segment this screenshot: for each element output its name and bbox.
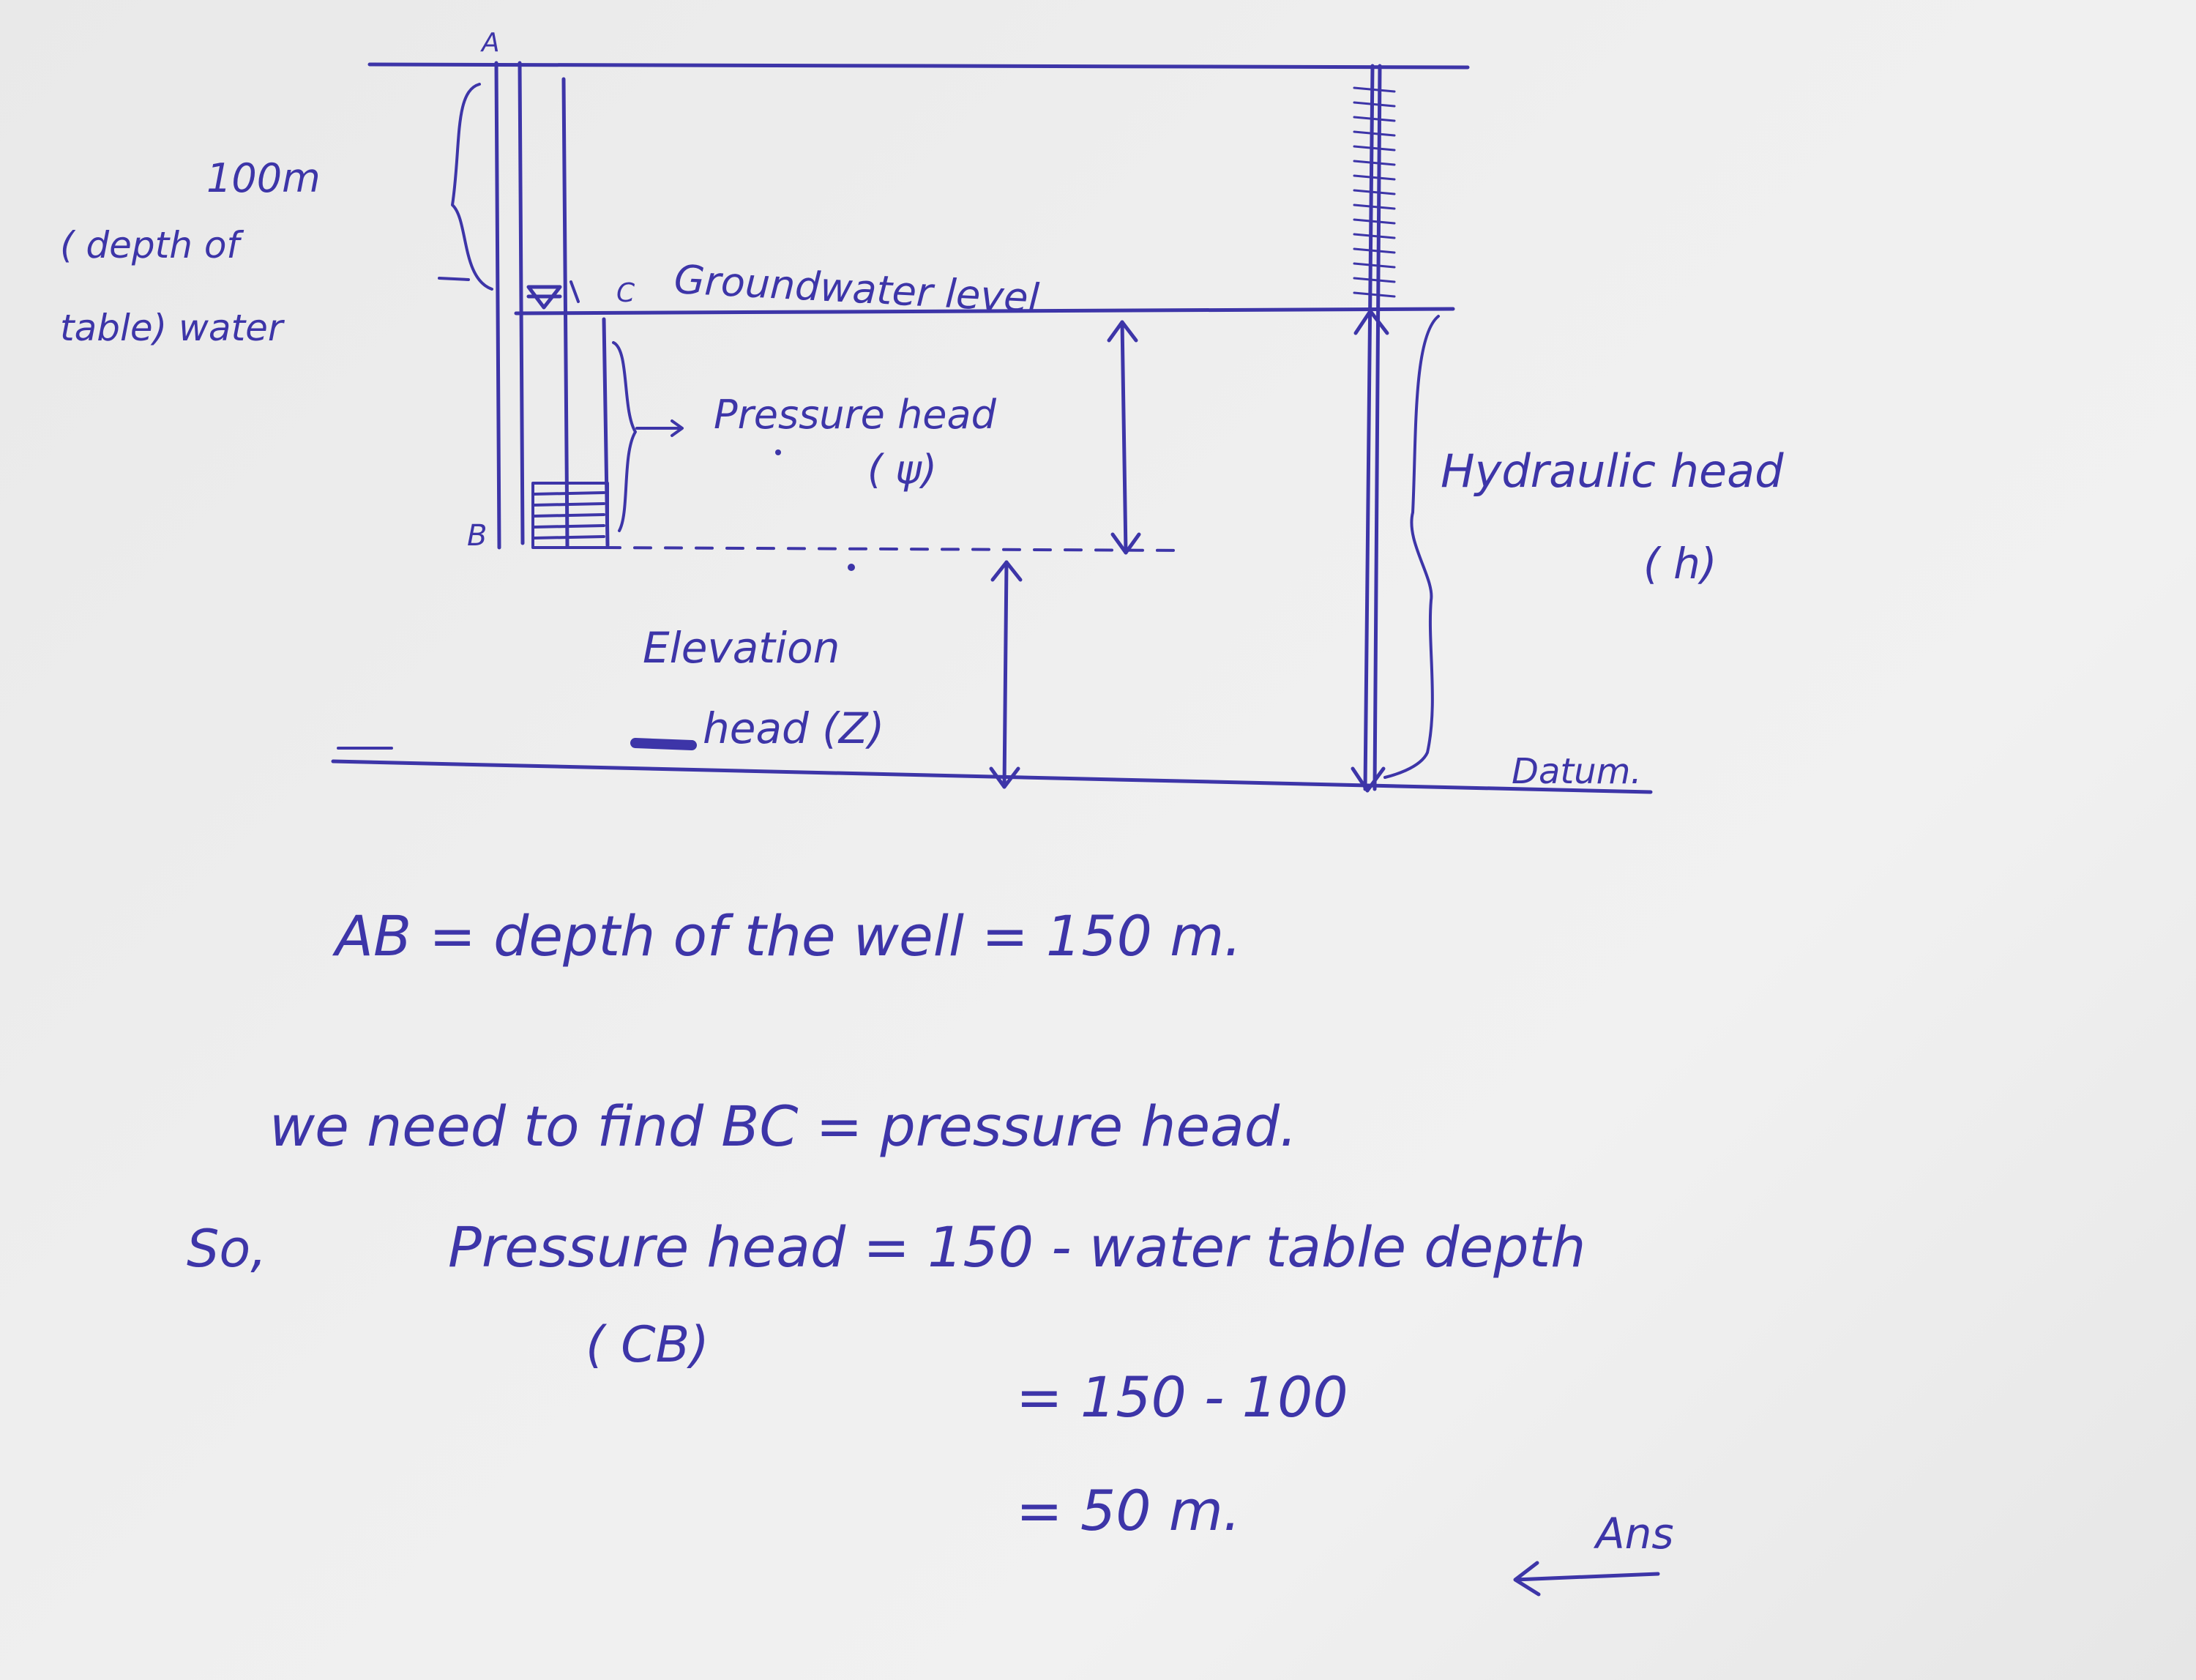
hydraulic-head-label: Hydraulic head: [1441, 444, 1784, 498]
hydraulic-head-arrow-down-icon: [1351, 766, 1386, 793]
elevation-head-label: Elevation: [643, 623, 840, 673]
point-a-label: A: [480, 28, 500, 58]
well-inner-wall-left: [518, 61, 525, 545]
piezometer-zigzag-hatching: [1353, 86, 1396, 298]
groundwater-level-line: [514, 307, 1455, 316]
answer-label: Ans: [1593, 1509, 1674, 1558]
water-table-tick: [569, 280, 580, 303]
pressure-head-symbol: ( ψ): [867, 447, 937, 493]
datum-line: [331, 759, 1653, 794]
water-table-symbol-icon: [526, 285, 562, 310]
pressure-head-pointer-arrow: [635, 419, 684, 437]
answer-arrow-icon: [1513, 1561, 1660, 1597]
well-bottom-hatching: [533, 491, 605, 540]
hydraulic-head-symbol: ( h): [1643, 539, 1717, 589]
well-bottom-dashed-line: [602, 546, 1187, 552]
hydraulic-head-arrow-up-icon: [1353, 309, 1389, 335]
depth-label-line-3: table) water: [60, 307, 285, 349]
well-inner-wall-right: [561, 77, 569, 548]
depth-label-line-2: ( depth of: [60, 224, 244, 266]
well: [494, 61, 610, 550]
point-c-label: C: [616, 278, 635, 308]
solution-line-4: = 150 - 100: [1016, 1364, 1348, 1430]
elevation-head-arrow-line: [1002, 560, 1009, 789]
dot-mark: [775, 449, 781, 455]
ground-surface-line: [367, 62, 1470, 70]
piezometer-column: [1351, 64, 1396, 793]
pressure-head-arrow-up-icon: [1107, 320, 1138, 343]
solution-line-5: = 50 m.: [1016, 1478, 1241, 1543]
solution-so: So,: [187, 1219, 267, 1279]
well-left-wall: [494, 61, 501, 550]
solution-line-3-sub: ( CB): [586, 1316, 709, 1374]
pressure-head-label: Pressure head: [714, 392, 997, 438]
hydraulic-head-brace: [1383, 315, 1440, 779]
elevation-head-arrow-up-icon: [990, 560, 1023, 582]
solution-line-2: we need to find BC = pressure head.: [269, 1094, 1297, 1159]
pressure-head-brace: [612, 341, 637, 532]
scribble-strike: [630, 738, 697, 750]
dot-mark: [848, 564, 855, 571]
solution-line-3: Pressure head = 150 - water table depth: [448, 1214, 1586, 1280]
depth-label-line-1: 100m: [206, 155, 321, 201]
datum-label: Datum.: [1512, 751, 1642, 792]
depth-brace: [451, 83, 493, 291]
well-bottom-box: [531, 482, 609, 549]
elevation-head-symbol: head (Z): [703, 703, 884, 753]
depth-brace-tick: [438, 277, 470, 281]
hydraulic-head-arrow-line: [1363, 64, 1382, 791]
elevation-head-arrow-down-icon: [989, 766, 1020, 789]
pressure-head-arrow-line: [1120, 320, 1128, 555]
pressure-head-arrow-down-icon: [1110, 532, 1141, 555]
solution-line-1: AB = depth of the well = 150 m.: [332, 903, 1241, 968]
point-b-label: B: [467, 519, 487, 553]
